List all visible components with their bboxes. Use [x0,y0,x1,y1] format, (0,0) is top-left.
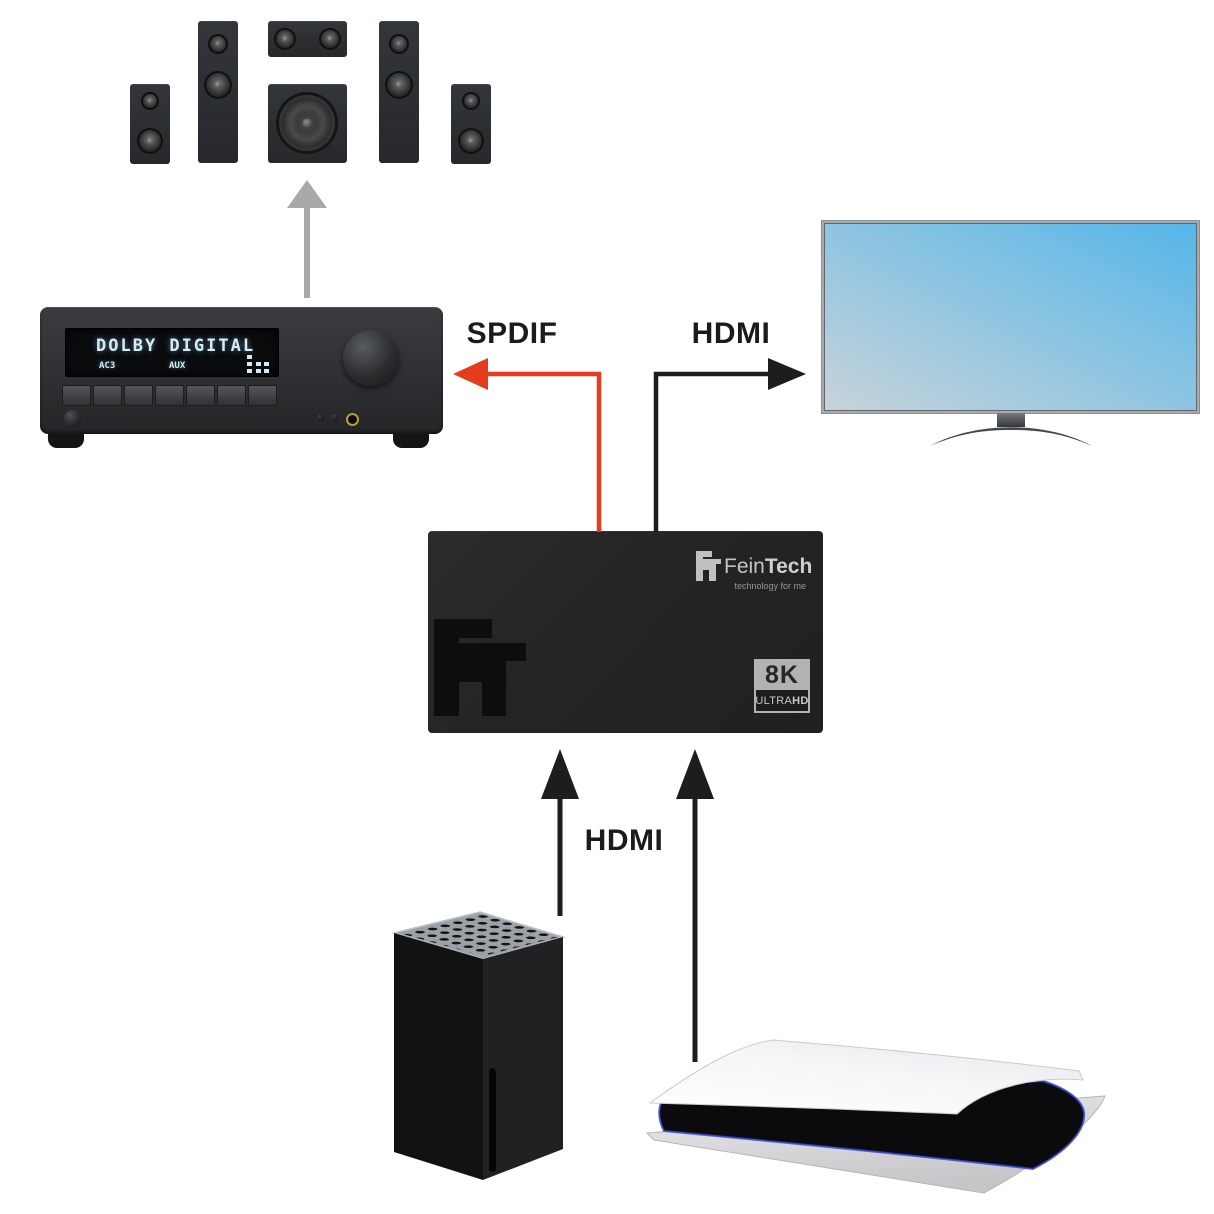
feintech-brand: FeinTech [724,555,812,579]
receiver-button[interactable] [155,385,184,406]
receiver-small-button[interactable] [317,414,324,421]
receiver-button[interactable] [62,385,91,406]
receiver-button[interactable] [93,385,122,406]
xbox-disc-slot [489,1068,496,1172]
speaker-driver [458,128,484,154]
receiver-foot [48,432,84,448]
spdif-label: SPDIF [466,317,558,350]
power-button[interactable] [64,410,81,427]
badge-hd-text: HD [792,694,809,707]
receiver-foot [393,432,429,448]
speaker-driver [141,92,159,110]
receiver-button[interactable] [124,385,153,406]
speaker-driver [389,34,409,54]
tv-screen [825,224,1196,410]
tv [822,221,1199,413]
receiver-display: DOLBY DIGITAL AC3 AUX [65,328,279,377]
speaker-driver [208,34,228,54]
badge-ultra-text: ULTRA [755,694,793,707]
brand-first: Fein [724,555,765,578]
speaker-driver [137,128,163,154]
speaker-driver [462,92,480,110]
badge-resolution: 8K [765,661,799,689]
feintech-logo-icon [696,551,721,581]
speaker-driver [274,28,296,50]
ps5-top-plate [648,1039,1084,1115]
ft-monogram [434,619,526,716]
receiver-small-button[interactable] [331,414,338,421]
center-speaker [268,21,347,57]
tv-stand-neck [997,413,1025,427]
display-mode-text: AC3 [99,361,116,371]
volume-knob[interactable] [343,330,399,386]
bookshelf-speaker-left [130,84,170,164]
display-main-text: DOLBY DIGITAL [96,336,256,356]
receiver-button[interactable] [186,385,215,406]
display-input-text: AUX [169,361,186,371]
equalizer-icon [247,362,252,366]
receiver-button-row [62,385,277,406]
xbox-left-face [394,933,483,1180]
xbox-vent-grid [399,914,558,956]
xbox-right-face [483,937,563,1180]
brand-second: Tech [764,555,813,578]
speaker-driver [319,28,341,50]
av-receiver: DOLBY DIGITAL AC3 AUX [40,307,443,434]
bookshelf-speaker-right [451,84,491,164]
tower-speaker-left [198,21,238,163]
receiver-button[interactable] [217,385,246,406]
subwoofer [268,84,347,163]
feintech-tagline: technology for me [734,581,806,591]
speaker-driver [204,71,232,99]
speaker-driver [385,71,413,99]
subwoofer-driver [276,92,338,154]
hdmi-label-consoles: HDMI [584,824,664,857]
headphone-jack [346,413,359,426]
receiver-button[interactable] [248,385,277,406]
hdmi-label-tv: HDMI [691,317,771,350]
tower-speaker-right [379,21,419,163]
